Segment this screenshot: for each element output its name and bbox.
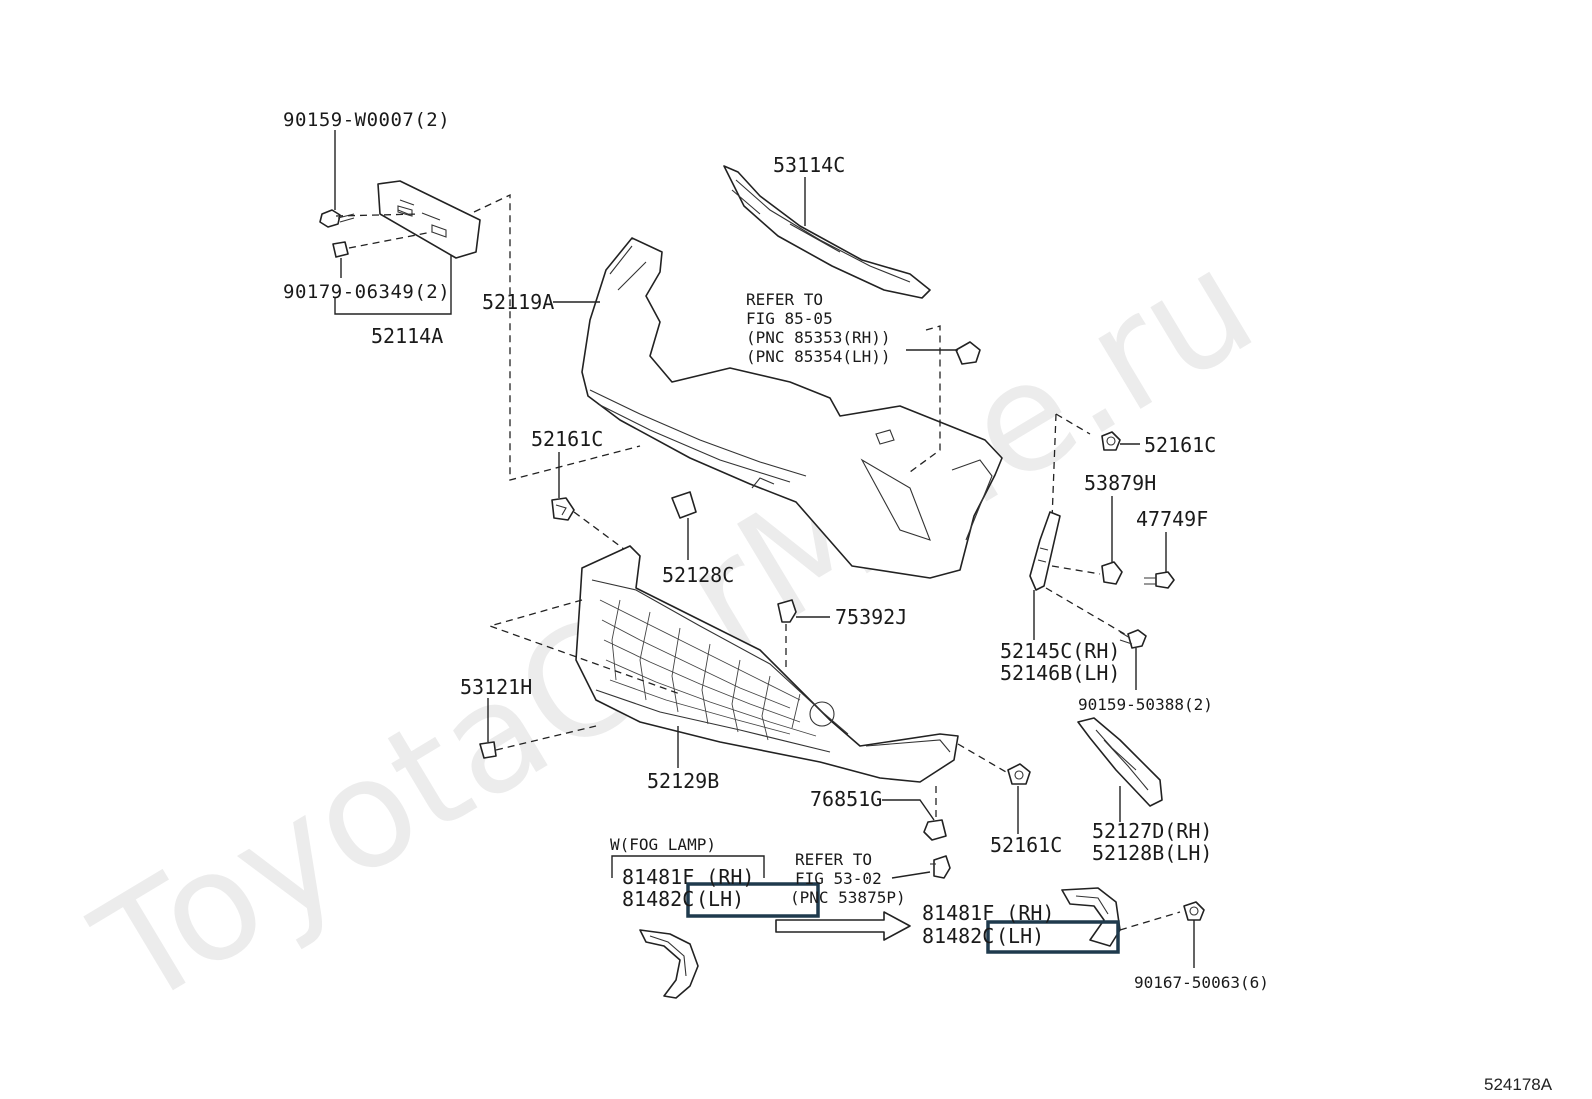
bumper-cover-52119a	[581, 237, 1003, 579]
clip-52161c-lower-icon	[1007, 763, 1031, 785]
retainer-52145c-icon	[1029, 511, 1061, 591]
side-cover-85353-icon	[955, 341, 981, 365]
refer-85-line1: REFER TO	[746, 290, 823, 309]
bolt-53875p-icon	[930, 855, 951, 879]
clip-76851g-icon	[923, 819, 947, 841]
label-76851g: 76851G	[810, 787, 882, 811]
label-90179-06349: 90179-06349(2)	[283, 281, 450, 303]
label-52128c: 52128C	[662, 563, 734, 587]
cap-52128c-icon	[671, 491, 697, 519]
label-52145c: 52145C(RH)	[1000, 639, 1120, 663]
label-52161c-right: 52161C	[1144, 433, 1216, 457]
clip-53121h-icon	[479, 741, 497, 759]
label-81481f-right: 81481F (RH)	[922, 901, 1054, 925]
bracket-52127d-icon	[1077, 717, 1163, 807]
license-bracket-52114a	[377, 180, 481, 259]
figure-id: 524178A	[1484, 1075, 1553, 1094]
refer-85-line3: (PNC 85353(RH))	[746, 328, 891, 347]
label-81482c-right: 81482C	[922, 924, 994, 948]
label-52119a: 52119A	[482, 290, 554, 314]
refer-53-line1: REFER TO	[795, 850, 872, 869]
label-53879h: 53879H	[1084, 471, 1156, 495]
label-52114a: 52114A	[371, 324, 443, 348]
screw-90167-50063-icon	[1183, 901, 1205, 921]
refer-53-line3: (PNC 53875P)	[790, 888, 906, 907]
lower-grille-52129b	[575, 545, 959, 783]
clip-52161c-left-icon	[551, 497, 575, 521]
refer-85-line2: FIG 85-05	[746, 309, 833, 328]
label-53114c: 53114C	[773, 153, 845, 177]
direction-arrow-icon	[775, 911, 911, 941]
fog-bezel-81482c-left-icon	[639, 929, 699, 999]
refer-85-line4: (PNC 85354(LH))	[746, 347, 891, 366]
nut-53879h-icon	[1101, 561, 1123, 585]
label-53121h: 53121H	[460, 675, 532, 699]
label-lh-left: (LH)	[696, 887, 744, 911]
label-75392j: 75392J	[835, 605, 907, 629]
nut-90179-06349-icon	[332, 241, 349, 258]
label-90159-w0007: 90159-W0007(2)	[283, 109, 450, 131]
label-52129b: 52129B	[647, 769, 719, 793]
clip-75392j-icon	[777, 599, 797, 623]
label-52127d: 52127D(RH)	[1092, 819, 1212, 843]
upper-grille-53114c	[723, 165, 931, 299]
label-90167-50063: 90167-50063(6)	[1134, 973, 1269, 992]
fog-lamp-bracket-line	[611, 855, 765, 878]
label-52161c-left: 52161C	[531, 427, 603, 451]
label-90159-50388: 90159-50388(2)	[1078, 695, 1213, 714]
label-52128b: 52128B(LH)	[1092, 841, 1212, 865]
label-w-fog-lamp: W(FOG LAMP)	[610, 835, 716, 854]
fog-bezel-81482c-right-icon	[1061, 887, 1121, 947]
clip-52161c-right-icon	[1101, 431, 1121, 451]
lower-grille-mesh	[599, 599, 817, 741]
bolt-90159-50388-icon	[1119, 629, 1147, 649]
label-52161c-lower: 52161C	[990, 833, 1062, 857]
bolt-47749f-icon	[1144, 571, 1175, 589]
highlight-box-right	[986, 920, 1120, 954]
refer-53-line2: FIG 53-02	[795, 869, 882, 888]
label-lh-right: (LH)	[996, 924, 1044, 948]
highlight-box-left	[686, 882, 820, 918]
label-47749f: 47749F	[1136, 507, 1208, 531]
label-52146b: 52146B(LH)	[1000, 661, 1120, 685]
label-81481f-left: 81481F (RH)	[622, 865, 754, 889]
label-81482c-left: 81482C	[622, 887, 694, 911]
bolt-90159-w0007-icon	[319, 209, 355, 228]
